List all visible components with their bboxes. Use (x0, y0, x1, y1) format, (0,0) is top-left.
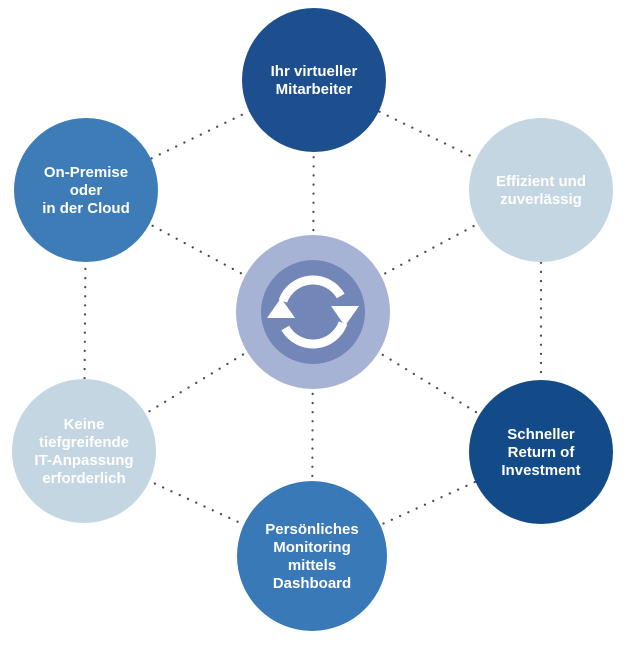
node-label-line: in der Cloud (42, 200, 130, 217)
node-circle-virtual-employee (242, 8, 386, 152)
node-label-line: mittels (288, 557, 336, 574)
node-label-line: Monitoring (273, 539, 350, 556)
center-inner-circle (261, 260, 365, 364)
node-label-line: Mitarbeiter (276, 81, 353, 98)
node-circle-personal-monitoring (237, 481, 387, 631)
node-label-line: On-Premise (44, 164, 128, 181)
node-label-line: IT-Anpassung (34, 452, 133, 469)
ring-connector-on-premise-cloud (84, 78, 316, 192)
node-circle-no-it-adjustment (12, 379, 156, 523)
refresh-arrowhead-left (267, 298, 295, 318)
node-label-line: Ihr virtueller (271, 63, 358, 80)
node-label-line: zuverlässig (500, 191, 582, 208)
node-label-line: Schneller (507, 426, 575, 443)
node-label-line: tiefgreifende (39, 434, 129, 451)
node-label-line: Keine (64, 416, 105, 433)
node-label-line: Return of (508, 444, 576, 461)
node-label-line: Dashboard (273, 575, 351, 592)
node-label-line: oder (70, 182, 103, 199)
refresh-arrowhead-right (331, 306, 359, 326)
node-label-line: Investment (501, 462, 580, 479)
node-circle-fast-roi (469, 380, 613, 524)
node-label-line: Effizient und (496, 173, 586, 190)
refresh-cycle-icon (267, 275, 359, 349)
center-refresh-circle (236, 235, 390, 389)
node-circle-on-premise-cloud (14, 118, 158, 262)
node-label-line: Persönliches (265, 521, 358, 538)
refresh-arc-top (278, 275, 345, 303)
node-label-line: erforderlich (42, 470, 125, 487)
refresh-arc-bottom (281, 321, 348, 349)
node-circle-efficient-reliable (469, 118, 613, 262)
